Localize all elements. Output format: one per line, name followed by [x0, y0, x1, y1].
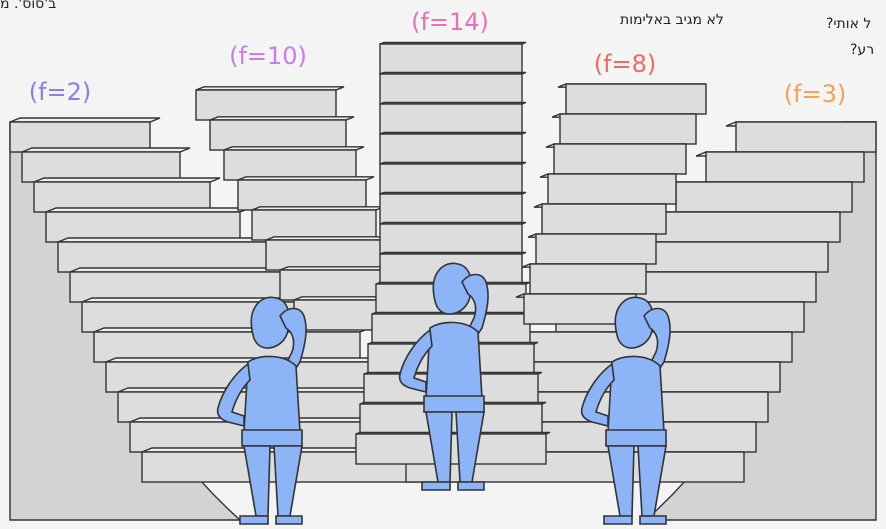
label-f2: (f=2) [29, 78, 92, 106]
stair-step-left [45, 207, 251, 243]
stair-step-left [21, 147, 191, 183]
stair-step-center [379, 41, 527, 75]
stair-step-center-left [223, 146, 365, 181]
stair-step-center [379, 221, 527, 255]
note-top-right-2: רע? [850, 42, 875, 58]
label-f10: (f=10) [229, 42, 307, 70]
label-f14: (f=14) [411, 8, 489, 36]
stair-step-center-left [251, 206, 385, 241]
stair-step-center-right [551, 113, 697, 145]
stair-step-center-left [237, 176, 375, 211]
stair-step-right [635, 211, 841, 243]
stair-step-right [725, 121, 877, 153]
stair-step-left [9, 117, 161, 153]
stair-step-center [379, 131, 527, 165]
stair-step-center-left [209, 116, 355, 151]
stair-step-center [379, 71, 527, 105]
stair-step-left [57, 237, 281, 273]
stair-step-center [379, 191, 527, 225]
stair-step-center-right [533, 203, 667, 235]
note-top-center: לא מגיב באלימות [620, 12, 724, 28]
stair-step-left [69, 267, 311, 303]
stair-step-center [379, 101, 527, 135]
stair-step-left [93, 327, 371, 363]
stair-step-center [379, 161, 527, 195]
stair-step-center-right [521, 263, 647, 295]
note-top-left: ב'סוס'. מ [0, 0, 57, 12]
stair-step-center-right [545, 143, 687, 175]
stair-step-right [665, 181, 853, 213]
stair-step-right [695, 151, 865, 183]
stair-step-center-right [557, 83, 707, 115]
stair-step-center-right [527, 233, 657, 265]
label-f8: (f=8) [594, 50, 657, 78]
stair-step-center-left [265, 236, 395, 271]
note-top-right-1: ל אותי? [826, 16, 872, 32]
stair-step-center [355, 431, 551, 465]
stair-step-center-right [539, 173, 677, 205]
stair-step-center-left [195, 86, 345, 121]
label-f3: (f=3) [784, 80, 847, 108]
stair-step-left [33, 177, 221, 213]
